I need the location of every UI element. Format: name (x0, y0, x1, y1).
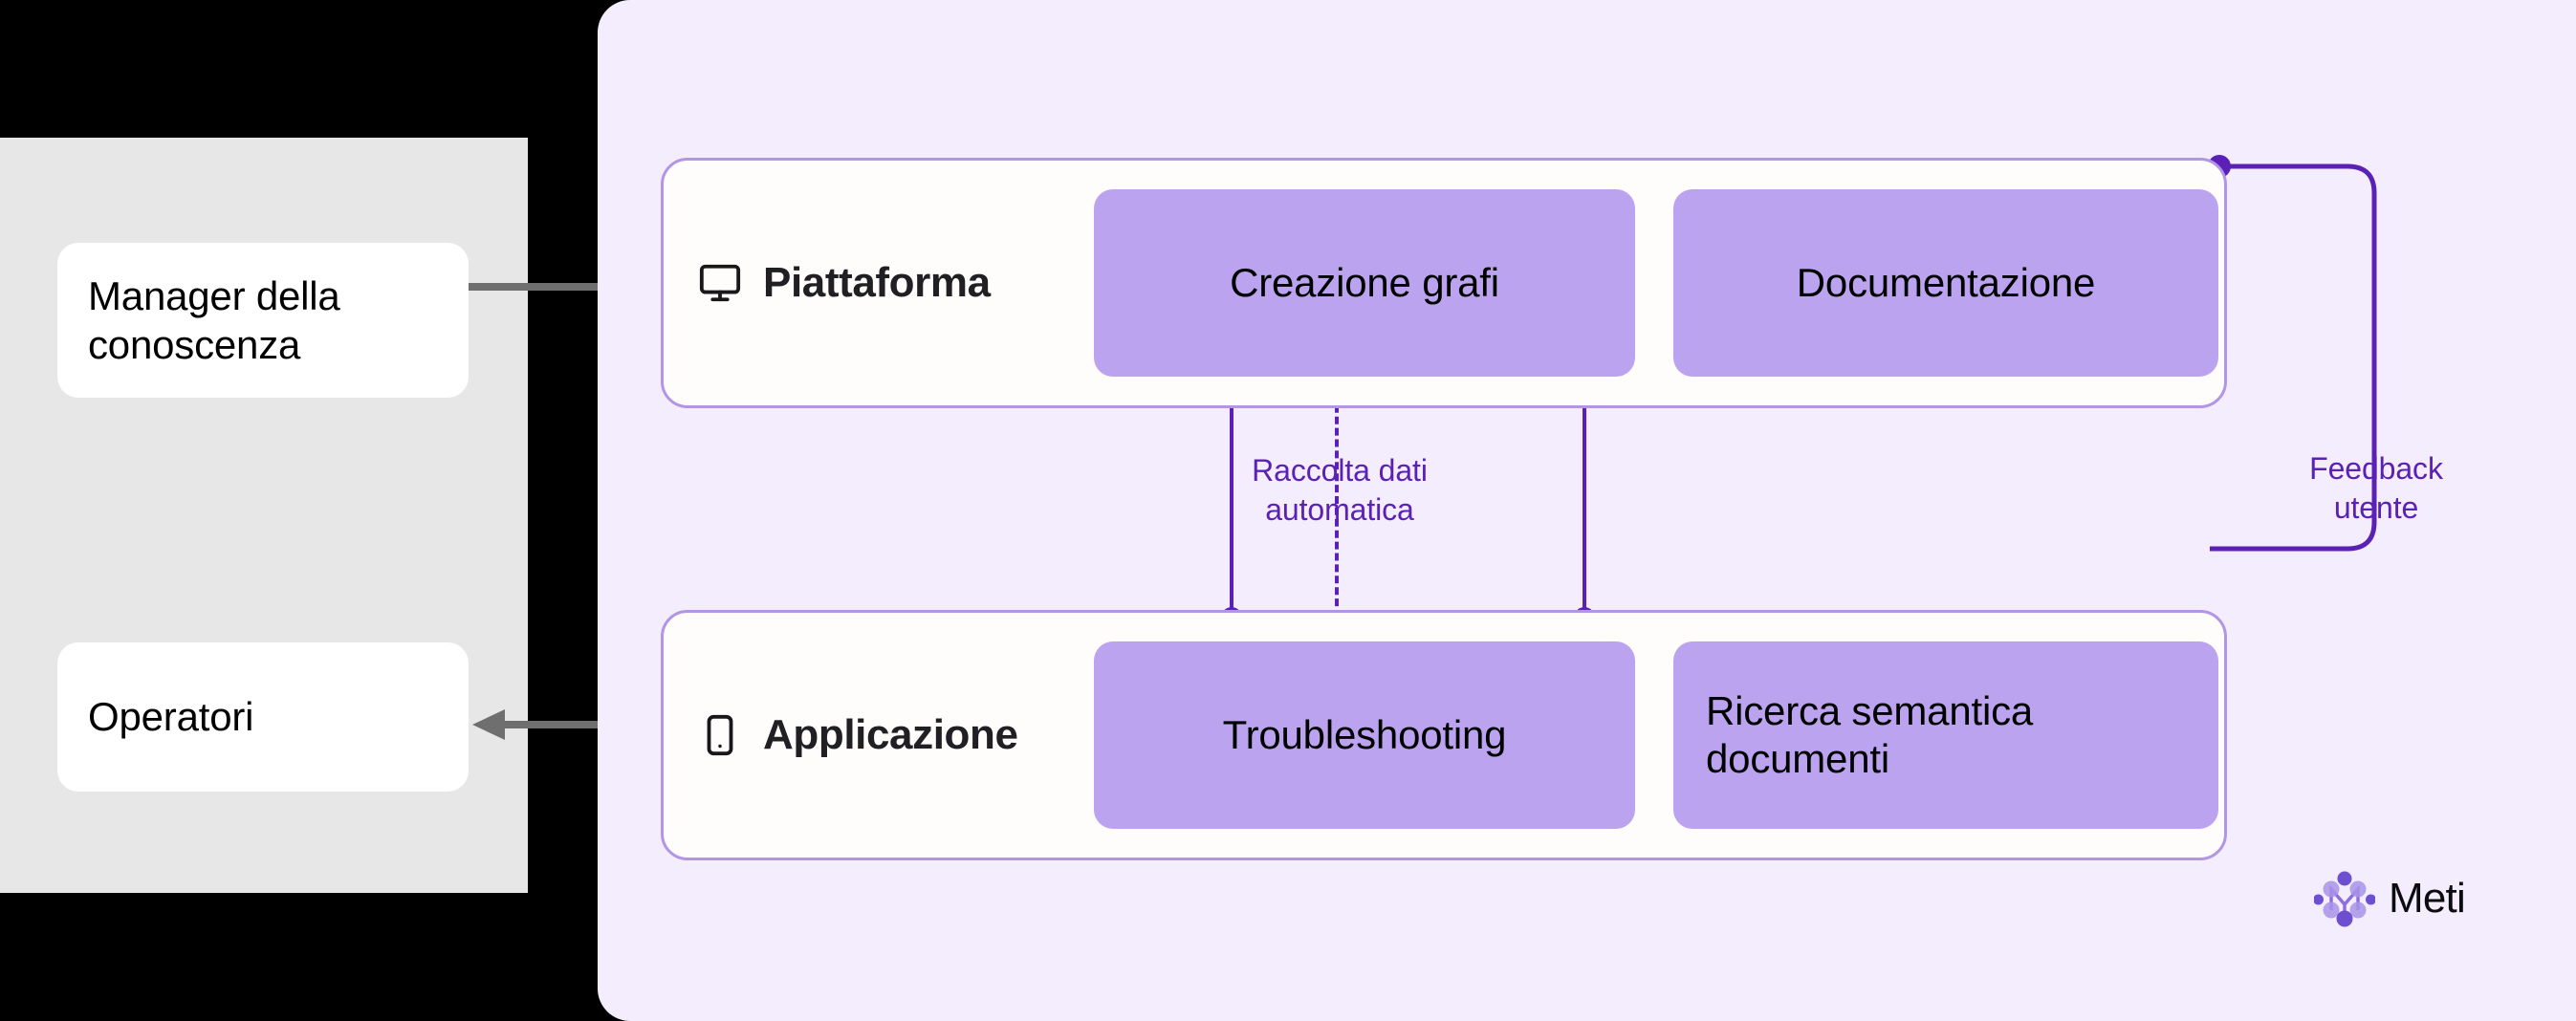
layer-title-application: Applicazione (763, 711, 1018, 758)
chip-troubleshooting[interactable]: Troubleshooting (1094, 641, 1635, 829)
brand-name: Meti (2389, 875, 2466, 922)
chip-group-platform: Creazione grafi Documentazione (1094, 189, 2218, 377)
layer-label-platform: Piattaforma (664, 259, 1094, 307)
monitor-icon (699, 264, 741, 302)
layer-label-application: Applicazione (664, 711, 1094, 759)
edge-label-feedback-line2: utente (2333, 489, 2419, 525)
chip-label-documentazione: Documentazione (1796, 259, 2096, 305)
actor-label-operatori: Operatori (88, 694, 254, 740)
chip-label-troubleshooting: Troubleshooting (1222, 711, 1507, 757)
chip-creazione-grafi[interactable]: Creazione grafi (1094, 189, 1635, 377)
smartphone-icon (707, 714, 733, 756)
feedback-loop-path (2208, 155, 2377, 552)
connector-grafi-troubleshooting (1230, 382, 1233, 618)
layer-title-platform: Piattaforma (763, 259, 991, 306)
chip-documentazione[interactable]: Documentazione (1673, 189, 2218, 377)
edge-label-raccolta-line2: automatica (1265, 491, 1414, 527)
connector-documentazione-ricerca (1583, 382, 1586, 618)
actor-card-operatori[interactable]: Operatori (57, 642, 469, 792)
actors-panel: Manager della conoscenza Operatori (0, 138, 528, 893)
brand-logo: Meti (2314, 868, 2466, 929)
chip-label-ricerca-semantica: Ricerca semantica documenti (1706, 687, 2034, 781)
chip-label-creazione-grafi: Creazione grafi (1230, 259, 1499, 305)
edge-label-feedback: Feedback utente (2257, 449, 2496, 528)
chip-ricerca-semantica[interactable]: Ricerca semantica documenti (1673, 641, 2218, 829)
connector-raccolta-dati (1335, 382, 1339, 618)
edge-label-raccolta-line1: Raccolta dati (1252, 453, 1428, 488)
edge-label-raccolta-dati: Raccolta dati automatica (1206, 451, 1474, 530)
meti-node-logo-icon (2314, 871, 2375, 927)
chip-group-application: Troubleshooting Ricerca semantica docume… (1094, 641, 2218, 829)
actor-card-manager[interactable]: Manager della conoscenza (57, 243, 469, 398)
system-canvas: Raccolta dati automatica Feedback utente… (598, 0, 2576, 1021)
layer-card-platform[interactable]: Piattaforma Creazione grafi Documentazio… (661, 158, 2227, 408)
edge-label-feedback-line1: Feedback (2309, 451, 2443, 486)
actor-label-manager: Manager della conoscenza (88, 272, 340, 367)
layer-card-application[interactable]: Applicazione Troubleshooting Ricerca sem… (661, 610, 2227, 860)
